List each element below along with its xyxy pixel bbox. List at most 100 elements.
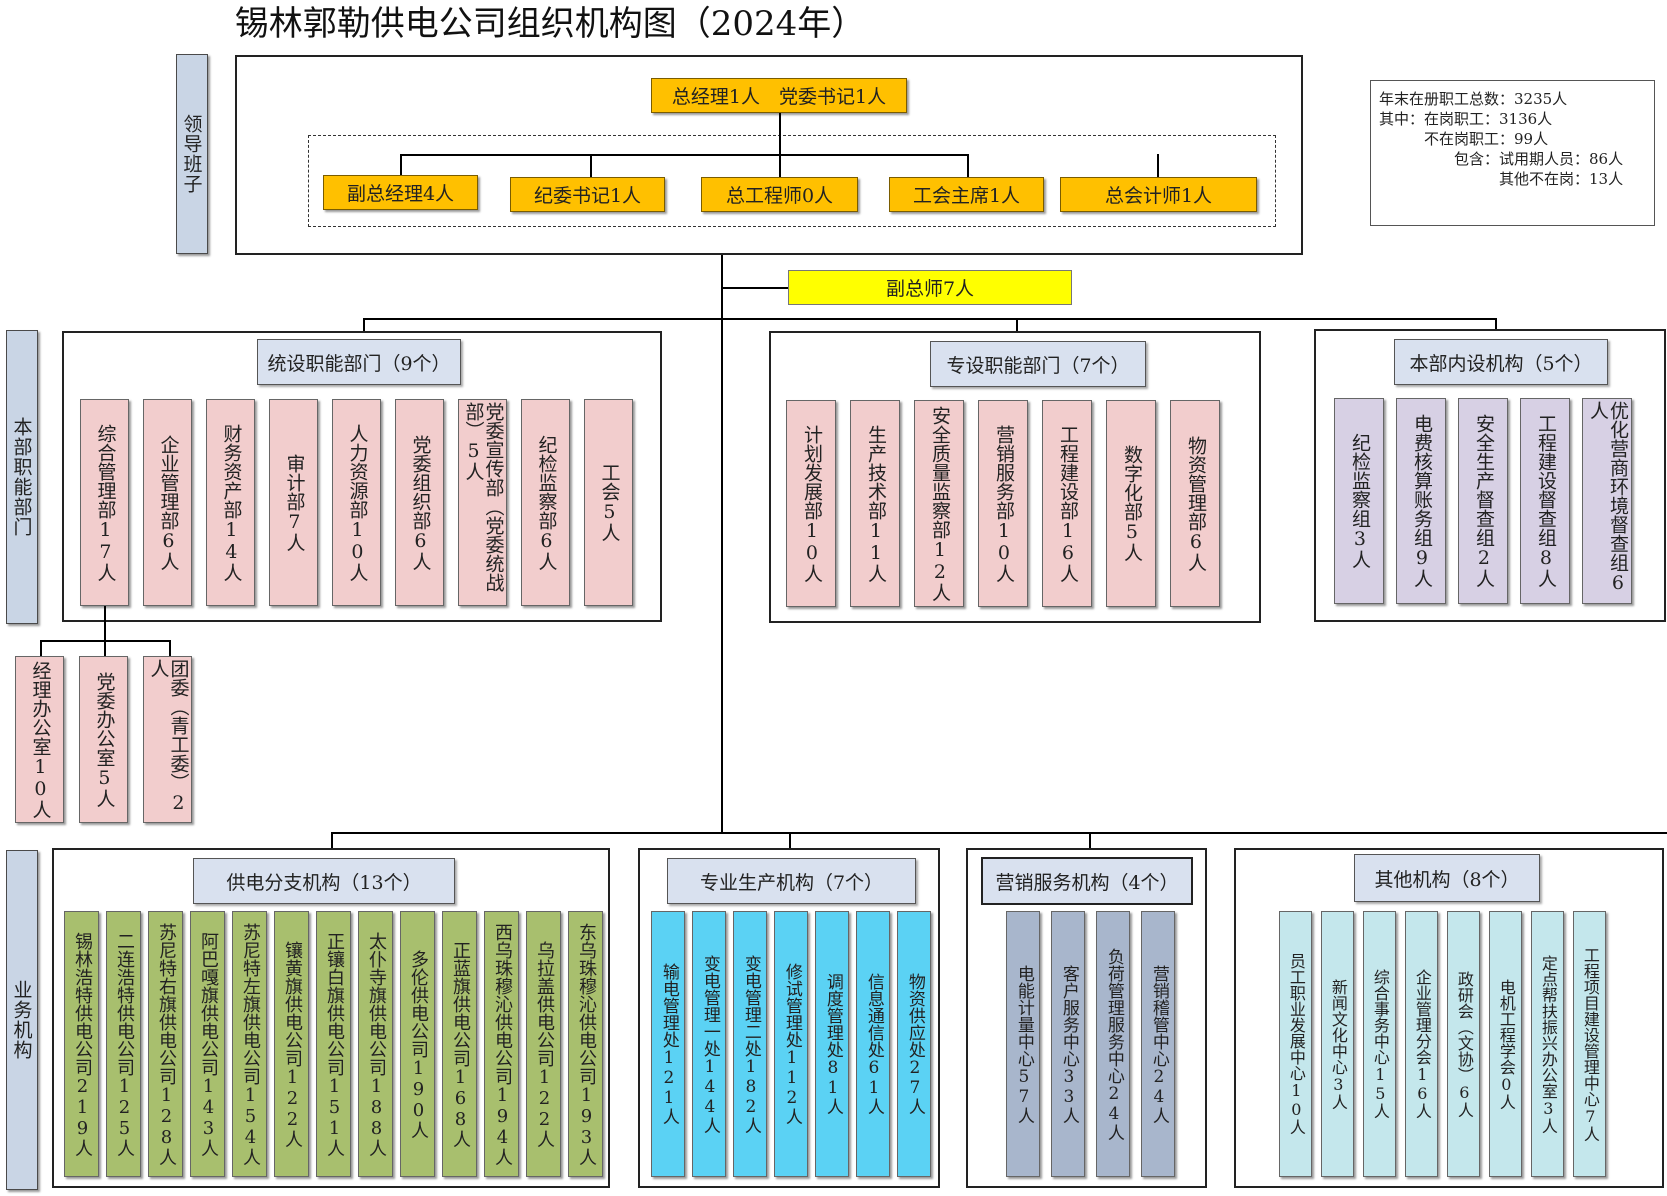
unit-label: 二连浩特供电公司125人: [113, 931, 135, 1157]
other-org-box-1: 员工职业发展中心10人: [1279, 911, 1312, 1177]
unit-label: 工程项目建设管理中心7人: [1580, 946, 1600, 1142]
unit-label: 新闻文化中心3人: [1328, 978, 1348, 1110]
unit-label: 物资供应处27人: [904, 973, 925, 1115]
unit-label: 优化营商环境督查组6人: [1587, 401, 1629, 594]
unit-label: 安全生产督查组2人: [1472, 414, 1495, 588]
connector: [400, 154, 402, 176]
other-org-box-7: 定点帮扶振兴办公室3人: [1531, 911, 1564, 1177]
other-org-box-5: 政研会（文协）6人: [1447, 911, 1480, 1177]
unit-label: 人力资源部10人: [346, 423, 369, 582]
connector: [1089, 832, 1091, 848]
internal-organizations-header: 本部内设机构（5个）: [1394, 339, 1608, 385]
unit-label: 审计部7人: [283, 453, 306, 552]
marketing-org-box-4: 营销稽管中心24人: [1141, 911, 1175, 1177]
main-trunk-line: [721, 255, 723, 833]
unit-label: 修试管理处112人: [781, 963, 802, 1125]
general-departments-header: 统设职能部门（9个）: [257, 339, 461, 385]
unit-label: 多伦供电公司190人: [407, 949, 429, 1139]
production-org-box-5: 调度管理处81人: [815, 911, 849, 1177]
unit-label: 锡林浩特供电公司219人: [71, 931, 93, 1157]
unit-label: 工程建设督查组8人: [1534, 414, 1557, 588]
supply-branch-box-12: 乌拉盖供电公司122人: [526, 911, 561, 1177]
other-org-box-8: 工程项目建设管理中心7人: [1573, 911, 1606, 1177]
general-dept-box-6: 党委组织部6人: [395, 399, 444, 606]
internal-org-box-5: 优化营商环境督查组6人: [1582, 398, 1632, 604]
special-departments-header: 专设职能部门（7个）: [930, 341, 1146, 387]
unit-label: 负荷管理服务中心24人: [1103, 947, 1124, 1141]
unit-label: 变电管理二处182人: [740, 954, 761, 1134]
side-label-hq: 本部职能部门: [6, 330, 38, 624]
deputies-dashed-box: [308, 135, 1276, 227]
staff-stats-box: 年末在册职工总数：3235人 其中：在岗职工：3136人 不在岗职工：99人 包…: [1370, 80, 1655, 226]
general-dept-box-9: 工会5人: [584, 399, 633, 606]
stats-line: 不在岗职工：99人: [1379, 130, 1549, 148]
connector: [779, 113, 781, 178]
general-dept-box-8: 纪检监察部6人: [521, 399, 570, 606]
unit-label: 信息通信处61人: [863, 973, 884, 1115]
unit-label: 经理办公室10人: [29, 660, 52, 819]
unit-label: 党委宣传部（党委统战部）5人: [462, 402, 505, 592]
supply-branch-box-1: 锡林浩特供电公司219人: [64, 911, 99, 1177]
special-dept-box-6: 数字化部5人: [1106, 400, 1156, 607]
unit-label: 客户服务中心33人: [1058, 964, 1079, 1124]
production-org-box-3: 变电管理二处182人: [733, 911, 767, 1177]
supply-branches-header: 供电分支机构（13个）: [193, 858, 455, 904]
unit-label: 综合事务中心15人: [1370, 969, 1390, 1119]
unit-label: 综合管理部17人: [94, 423, 117, 582]
marketing-org-box-1: 电能计量中心57人: [1006, 911, 1040, 1177]
general-dept-box-5: 人力资源部10人: [332, 399, 381, 606]
unit-label: 苏尼特左旗供电公司154人: [239, 922, 261, 1166]
unit-label: 政研会（文协）6人: [1454, 970, 1474, 1118]
unit-label: 安全质量监察部12人: [928, 405, 951, 602]
unit-label: 电能计量中心57人: [1013, 964, 1034, 1124]
supply-branch-box-9: 多伦供电公司190人: [400, 911, 435, 1177]
unit-label: 物资管理部6人: [1184, 435, 1207, 572]
production-org-box-7: 物资供应处27人: [897, 911, 931, 1177]
connector: [1495, 318, 1497, 331]
production-org-box-6: 信息通信处61人: [856, 911, 890, 1177]
internal-org-box-2: 电费核算账务组9人: [1396, 398, 1446, 604]
internal-org-box-3: 安全生产督查组2人: [1458, 398, 1508, 604]
supply-branch-box-3: 苏尼特右旗供电公司128人: [148, 911, 183, 1177]
unit-label: 计划发展部10人: [800, 424, 823, 583]
unit-label: 苏尼特右旗供电公司128人: [155, 922, 177, 1166]
unit-label: 团委（青工委）2人: [147, 659, 190, 814]
unit-label: 财务资产部14人: [220, 423, 243, 582]
supply-branch-box-13: 东乌珠穆沁供电公司193人: [568, 911, 603, 1177]
unit-label: 生产技术部11人: [864, 424, 887, 583]
production-org-box-2: 变电管理一处144人: [692, 911, 726, 1177]
unit-label: 定点帮扶振兴办公室3人: [1538, 954, 1558, 1134]
unit-label: 工会5人: [598, 463, 621, 542]
unit-label: 营销服务部10人: [992, 424, 1015, 583]
unit-label: 东乌珠穆沁供电公司193人: [575, 922, 597, 1166]
special-dept-box-3: 安全质量监察部12人: [914, 400, 964, 607]
general-dept-box-4: 审计部7人: [269, 399, 318, 606]
unit-label: 纪检监察组3人: [1348, 433, 1371, 569]
general-subunit-box-2: 党委办公室5人: [79, 656, 128, 823]
connector: [104, 606, 106, 640]
special-dept-box-7: 物资管理部6人: [1170, 400, 1220, 607]
side-label-business: 业务机构: [6, 850, 38, 1190]
other-org-box-3: 综合事务中心15人: [1363, 911, 1396, 1177]
connector: [331, 832, 333, 848]
deputy-box-5: 总会计师1人: [1060, 177, 1257, 212]
connector: [1157, 154, 1159, 178]
connector: [363, 318, 1496, 320]
supply-branch-box-11: 西乌珠穆沁供电公司194人: [484, 911, 519, 1177]
connector: [40, 640, 42, 656]
supply-branch-box-10: 正蓝旗供电公司168人: [442, 911, 477, 1177]
supply-branch-box-6: 镶黄旗供电公司122人: [274, 911, 309, 1177]
other-organizations-header: 其他机构（8个）: [1354, 854, 1540, 902]
special-dept-box-2: 生产技术部11人: [850, 400, 900, 607]
stats-line: 其中：在岗职工：3136人: [1379, 110, 1553, 128]
internal-org-box-4: 工程建设督查组8人: [1520, 398, 1570, 604]
connector: [331, 832, 1667, 834]
connector: [1016, 318, 1018, 332]
connector: [104, 640, 106, 656]
unit-label: 纪检监察部6人: [535, 434, 558, 571]
supply-branch-box-2: 二连浩特供电公司125人: [106, 911, 141, 1177]
unit-label: 党委组织部6人: [409, 434, 432, 571]
unit-label: 乌拉盖供电公司122人: [533, 940, 555, 1148]
deputy-box-4: 工会主席1人: [889, 177, 1044, 212]
general-subunit-box-1: 经理办公室10人: [15, 656, 64, 823]
